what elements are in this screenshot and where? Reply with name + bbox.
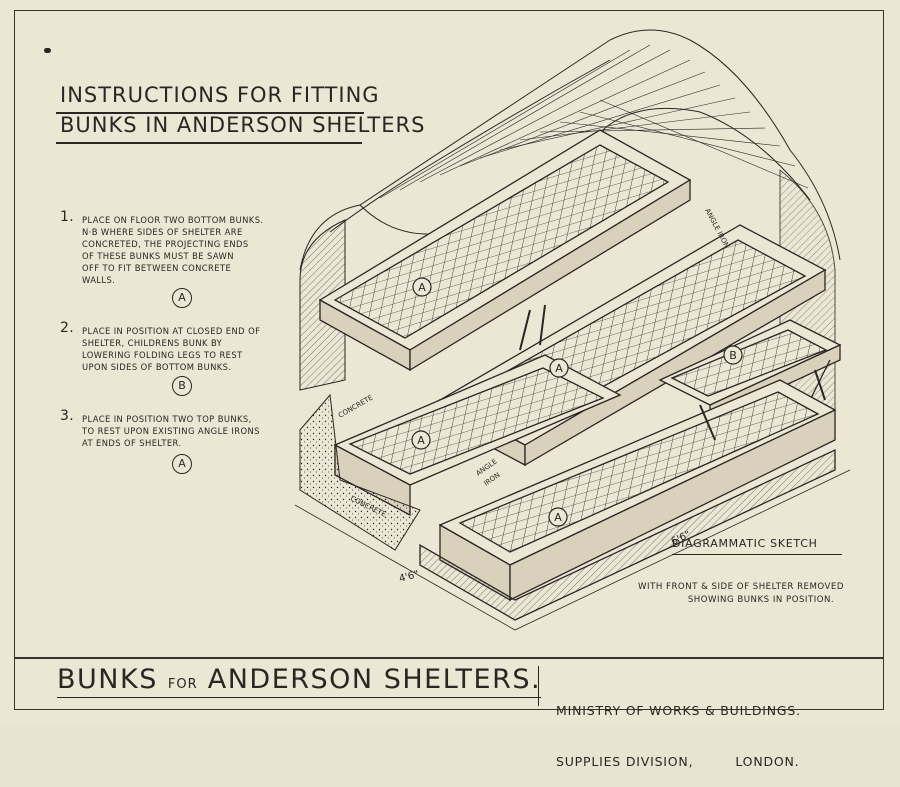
ministry-city: LONDON. [735,754,800,769]
dimension-lines [294,469,851,631]
heading-underline-1 [56,112,364,114]
ministry-line-1: MINISTRY OF WORKS & BUILDINGS. [556,703,801,718]
heading-line-2: BUNKS IN ANDERSON SHELTERS [60,113,426,137]
bunk-a-label-3: A [417,434,425,447]
ink-spot [44,48,51,53]
bunk-a-label-1: A [418,281,426,294]
heading-line-1: INSTRUCTIONS FOR FITTING [60,83,380,107]
bunk-b-label: B [729,349,737,362]
step-1-number: 1. [60,209,75,225]
step-1-line-6: WALLS. [82,275,116,285]
footer-title: BUNKS FOR ANDERSON SHELTERS. [57,664,542,698]
step-2-line-4: UPON SIDES OF BOTTOM BUNKS. [82,362,232,372]
step-1-line-3: CONCRETED, THE PROJECTING ENDS [82,239,249,249]
step-3-line-2: TO REST UPON EXISTING ANGLE IRONS [82,426,260,436]
footer-divider [538,666,540,706]
heading-underline-2 [56,142,362,144]
step-3-marker: A [172,452,192,474]
marker-a-icon: A [172,454,192,474]
marker-a-icon: A [172,288,192,308]
step-2-line-3: LOWERING FOLDING LEGS TO REST [82,350,243,360]
step-1-marker: A [172,286,192,308]
bunk-a-label-2: A [555,362,563,375]
sketch-title: DIAGRAMMATIC SKETCH [672,537,818,550]
footer-title-underline [57,696,542,698]
step-2-line-2: SHELTER, CHILDRENS BUNK BY [82,338,223,348]
step-1-line-4: OF THESE BUNKS MUST BE SAWN [82,251,234,261]
footer-separator [14,657,884,659]
instructions-heading: INSTRUCTIONS FOR FITTING BUNKS IN ANDERS… [60,80,425,140]
marker-b-icon: B [172,376,192,396]
step-1: 1. PLACE ON FLOOR TWO BOTTOM BUNKS. N·B … [60,209,264,286]
sketch-title-underline [672,554,842,556]
ministry-block: MINISTRY OF WORKS & BUILDINGS. SUPPLIES … [556,668,801,787]
sketch-caption-line-1: WITH FRONT & SIDE OF SHELTER REMOVED [638,582,844,592]
sketch-caption: WITH FRONT & SIDE OF SHELTER REMOVED SHO… [626,581,856,607]
step-2-line-1: PLACE IN POSITION AT CLOSED END OF [82,326,261,336]
footer-title-for: FOR [167,677,198,692]
concrete-label-1: CONCRETE [337,394,374,420]
step-3-line-3: AT ENDS OF SHELTER. [82,438,182,448]
step-1-line-5: OFF TO FIT BETWEEN CONCRETE [82,263,232,273]
step-3-line-1: PLACE IN POSITION TWO TOP BUNKS, [82,414,252,424]
sketch-caption-line-2: SHOWING BUNKS IN POSITION. [687,595,835,605]
step-3-number: 3. [60,408,75,424]
border-frame [14,10,884,710]
step-1-line-2: N·B WHERE SIDES OF SHELTER ARE [82,227,243,237]
bunk-a-label-4: A [554,511,562,524]
step-2-marker: B [172,374,192,396]
step-2: 2. PLACE IN POSITION AT CLOSED END OF SH… [60,320,261,373]
step-2-number: 2. [60,320,75,336]
diagram-markers [411,277,743,527]
step-1-line-1: PLACE ON FLOOR TWO BOTTOM BUNKS. [82,215,264,225]
ministry-division: SUPPLIES DIVISION, [556,754,694,769]
corrugated-roof [299,29,841,271]
ministry-line-2: SUPPLIES DIVISION, LONDON. [556,753,801,770]
dim-width-label: 4'6" [398,569,420,585]
step-3: 3. PLACE IN POSITION TWO TOP BUNKS, TO R… [60,408,260,449]
shelter-illustration: A A B A A ANGLE IRON ANGLE IRON CONCRETE… [294,29,851,631]
footer-title-shelters: ANDERSON SHELTERS. [207,664,542,695]
angle-iron-bottom-label-2: IRON [483,471,502,488]
bottom-bunk-a-front [419,379,837,621]
support-legs [519,304,826,441]
footer-title-bunks: BUNKS [57,664,158,695]
